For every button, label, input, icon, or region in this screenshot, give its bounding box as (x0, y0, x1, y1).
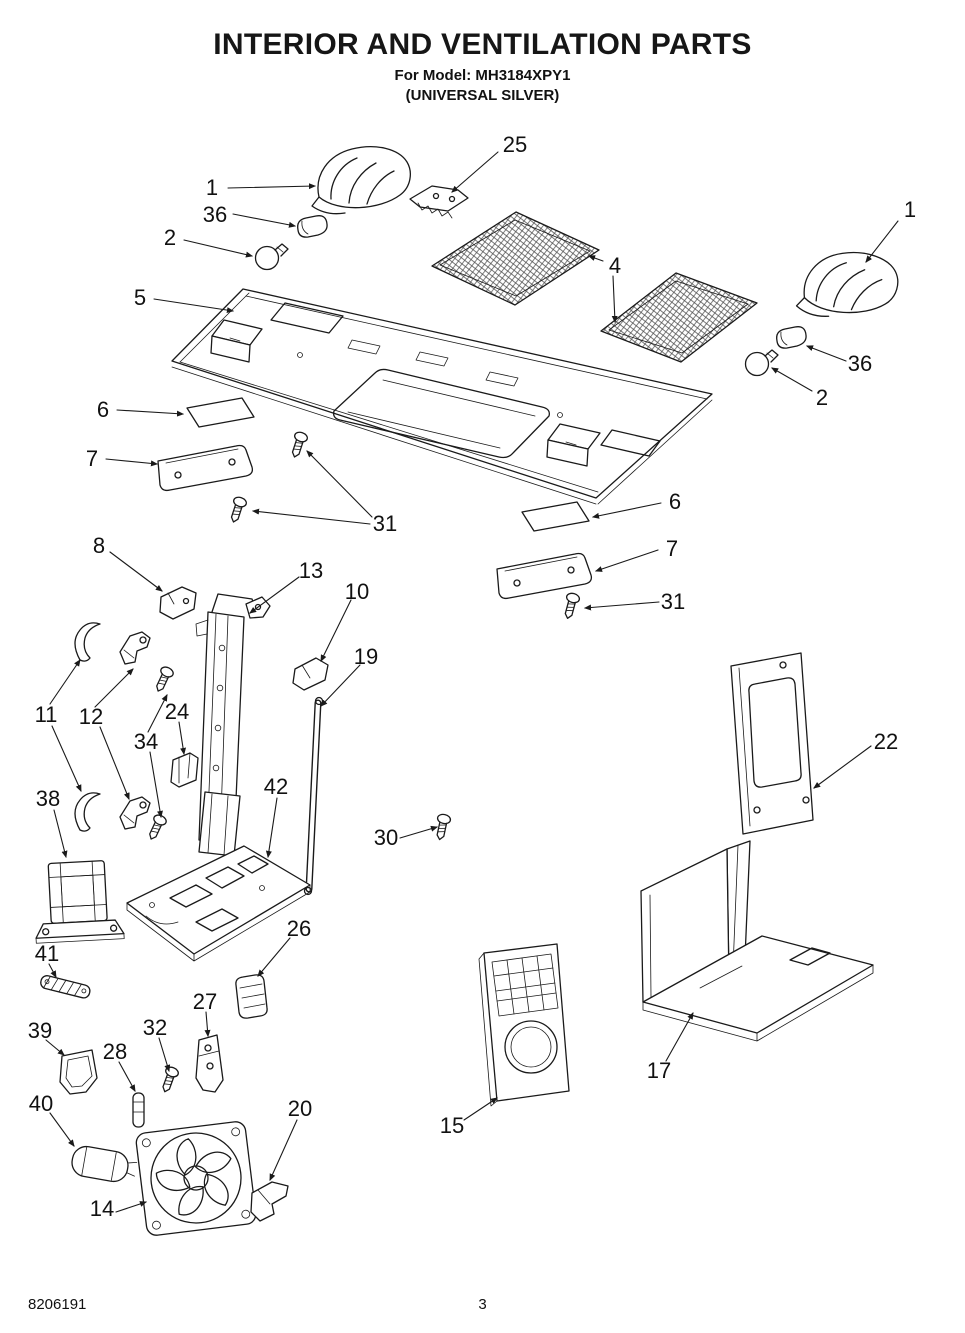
part-4-filter-a (431, 211, 600, 306)
diagram-footer: 8206191 3 (0, 1293, 965, 1313)
part-12-latch-upper (119, 631, 151, 665)
part-8-interlock-switch (159, 586, 197, 620)
fan-blades (155, 1138, 232, 1216)
part-31-screw-c (560, 591, 582, 621)
part-1-stirrer-cover-left (311, 146, 411, 215)
part-11-wire-lower (74, 792, 101, 832)
part-17-vent-duct (640, 840, 874, 1042)
part-25-terminal-bracket (409, 185, 469, 219)
part-39-clip (59, 1049, 98, 1095)
part-15-front-grille (478, 943, 570, 1107)
diagram-header: INTERIOR AND VENTILATION PARTS For Model… (0, 28, 965, 104)
part-4-filter-b (600, 272, 758, 363)
page-title: INTERIOR AND VENTILATION PARTS (213, 28, 752, 61)
part-6-cover-left (186, 397, 255, 428)
leader-lines (45, 151, 899, 1213)
part-38-transformer (35, 860, 125, 944)
part-24-block (170, 752, 199, 788)
part-42-base-plate (126, 791, 311, 962)
part-2-bulb-right (744, 349, 779, 377)
part-14-fan (135, 1121, 257, 1236)
part-20-bracket (250, 1181, 289, 1222)
part-7-plate-left (157, 444, 254, 492)
part-10-lever (292, 657, 329, 691)
model-line: For Model: MH3184XPY1 (394, 67, 571, 84)
part-28-spacer (132, 1092, 145, 1128)
part-31-screw-b (226, 495, 249, 525)
part-12-latch-lower (119, 796, 151, 830)
part-22-side-panel (730, 652, 814, 835)
part-36-cap-right (776, 326, 807, 349)
finish-line: (UNIVERSAL SILVER) (405, 87, 560, 104)
page-number: 3 (478, 1296, 487, 1313)
part-31-screw-a (287, 430, 310, 460)
part-5-top-panel (171, 288, 713, 505)
part-40-capacitor (71, 1145, 138, 1183)
part-26-holder (235, 974, 268, 1019)
document-number: 8206191 (28, 1296, 87, 1313)
part-7-plate-right (496, 552, 593, 600)
part-2-bulb-left (254, 243, 289, 271)
part-19-vent-strip (303, 696, 324, 896)
part-6-cover-right (521, 501, 590, 532)
part-11-wire-upper (74, 622, 101, 662)
part-1-stirrer-cover-right (795, 246, 902, 325)
part-34-screw-lower (144, 812, 169, 843)
part-27-bracket (195, 1034, 224, 1093)
part-34-screw-upper (151, 664, 176, 695)
part-36-cap-left (297, 215, 328, 238)
part-41-bracket (40, 975, 91, 999)
